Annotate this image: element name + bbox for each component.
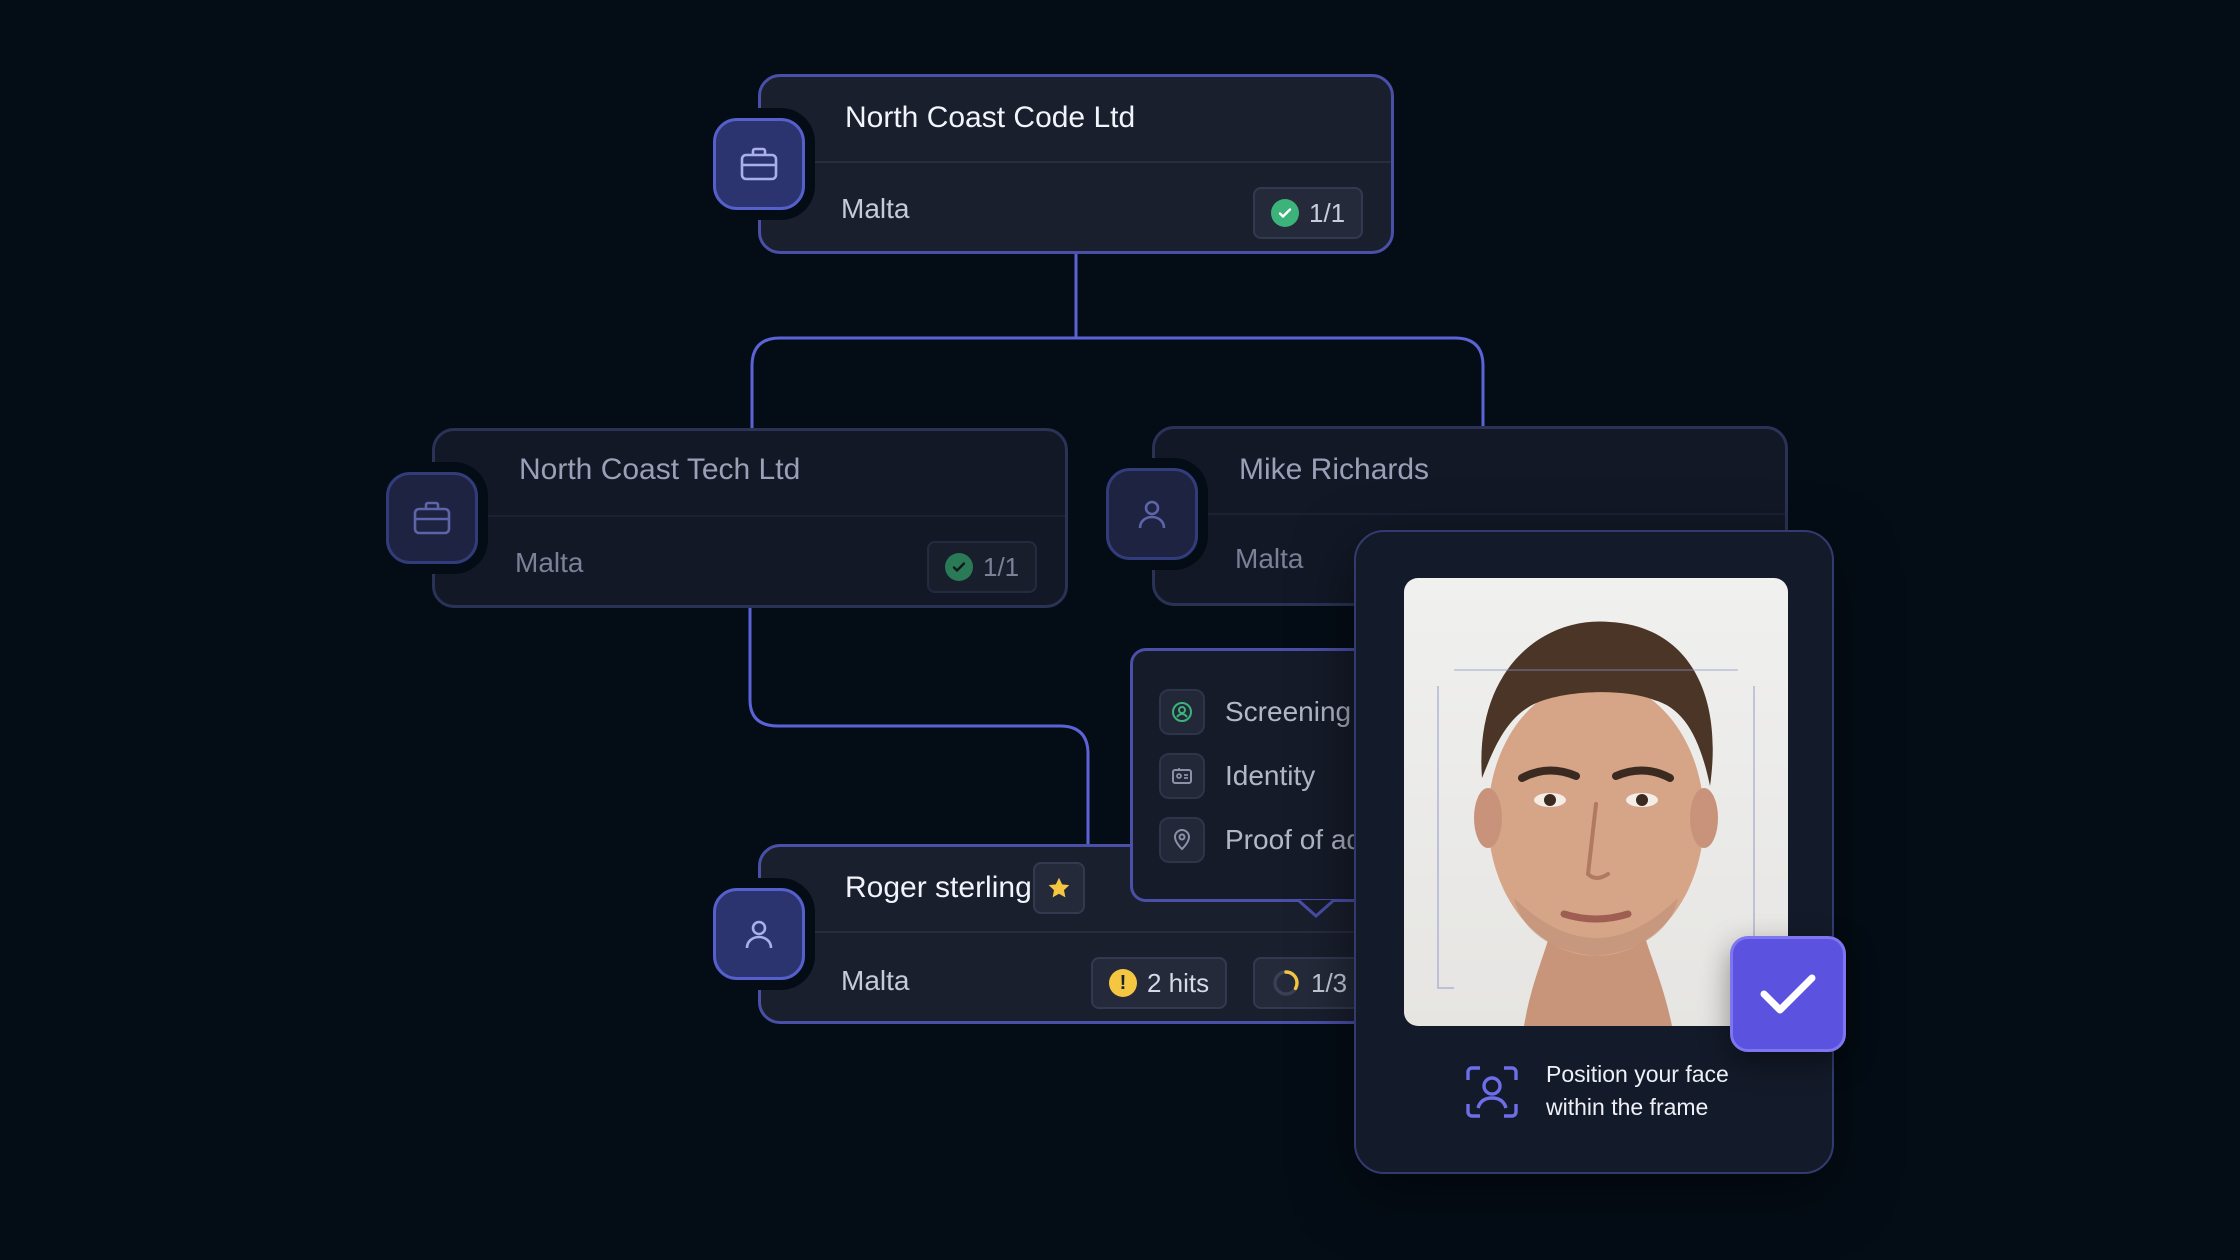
entity-country: Malta bbox=[841, 193, 910, 224]
progress-ring-icon bbox=[1273, 970, 1299, 996]
status-count: 1/1 bbox=[983, 551, 1020, 582]
status-badge: 1/1 bbox=[927, 541, 1038, 593]
star-icon bbox=[1048, 877, 1070, 898]
divider bbox=[761, 931, 1391, 933]
face-scan-icon bbox=[1466, 1066, 1518, 1118]
entity-country: Malta bbox=[515, 547, 584, 578]
location-pin-icon bbox=[1159, 817, 1205, 863]
divider bbox=[435, 515, 1065, 517]
briefcase-icon bbox=[386, 472, 478, 564]
divider bbox=[1155, 513, 1785, 515]
check-circle-icon bbox=[1271, 199, 1299, 227]
hits-badge[interactable]: ! 2 hits bbox=[1091, 957, 1228, 1009]
child-company-card[interactable]: North Coast Tech Ltd Malta 1/1 bbox=[432, 428, 1068, 608]
confirm-face-button[interactable] bbox=[1730, 936, 1846, 1052]
entity-country: Malta bbox=[841, 965, 910, 996]
progress-badge: 1/3 bbox=[1253, 957, 1366, 1009]
star-badge[interactable] bbox=[1033, 862, 1085, 914]
entity-name: North Coast Code Ltd bbox=[845, 101, 1136, 134]
check-item-screening[interactable]: Screening bbox=[1159, 689, 1351, 735]
hits-label: 2 hits bbox=[1147, 967, 1210, 998]
check-circle-icon bbox=[945, 553, 973, 581]
face-verification-panel bbox=[1354, 530, 1834, 1174]
id-card-icon bbox=[1159, 753, 1205, 799]
root-entity-card[interactable]: North Coast Code Ltd Malta 1/1 bbox=[758, 74, 1394, 254]
screening-icon bbox=[1159, 689, 1205, 735]
entity-country: Malta bbox=[1235, 543, 1304, 574]
divider bbox=[761, 161, 1391, 163]
entity-name: Mike Richards bbox=[1239, 453, 1430, 486]
face-position-hint: Position your face within the frame bbox=[1546, 1061, 1729, 1120]
face-photo bbox=[1404, 578, 1788, 1026]
check-item-identity[interactable]: Identity bbox=[1159, 753, 1315, 799]
check-item-label: Screening bbox=[1225, 696, 1352, 727]
panel-pointer bbox=[1297, 898, 1335, 919]
briefcase-icon bbox=[713, 118, 805, 210]
grandchild-person-card[interactable]: Roger sterling Malta ! 2 hits 1/3 bbox=[758, 844, 1394, 1024]
entity-name: Roger sterling bbox=[845, 871, 1032, 904]
status-badge: 1/1 bbox=[1253, 187, 1364, 239]
progress-label: 1/3 bbox=[1311, 967, 1348, 998]
status-count: 1/1 bbox=[1309, 197, 1346, 228]
entity-name: North Coast Tech Ltd bbox=[519, 453, 801, 486]
alert-icon: ! bbox=[1109, 969, 1137, 997]
person-icon bbox=[713, 888, 805, 980]
person-icon bbox=[1106, 468, 1198, 560]
checkmark-icon bbox=[1760, 974, 1816, 1014]
check-item-label: Identity bbox=[1225, 760, 1316, 791]
